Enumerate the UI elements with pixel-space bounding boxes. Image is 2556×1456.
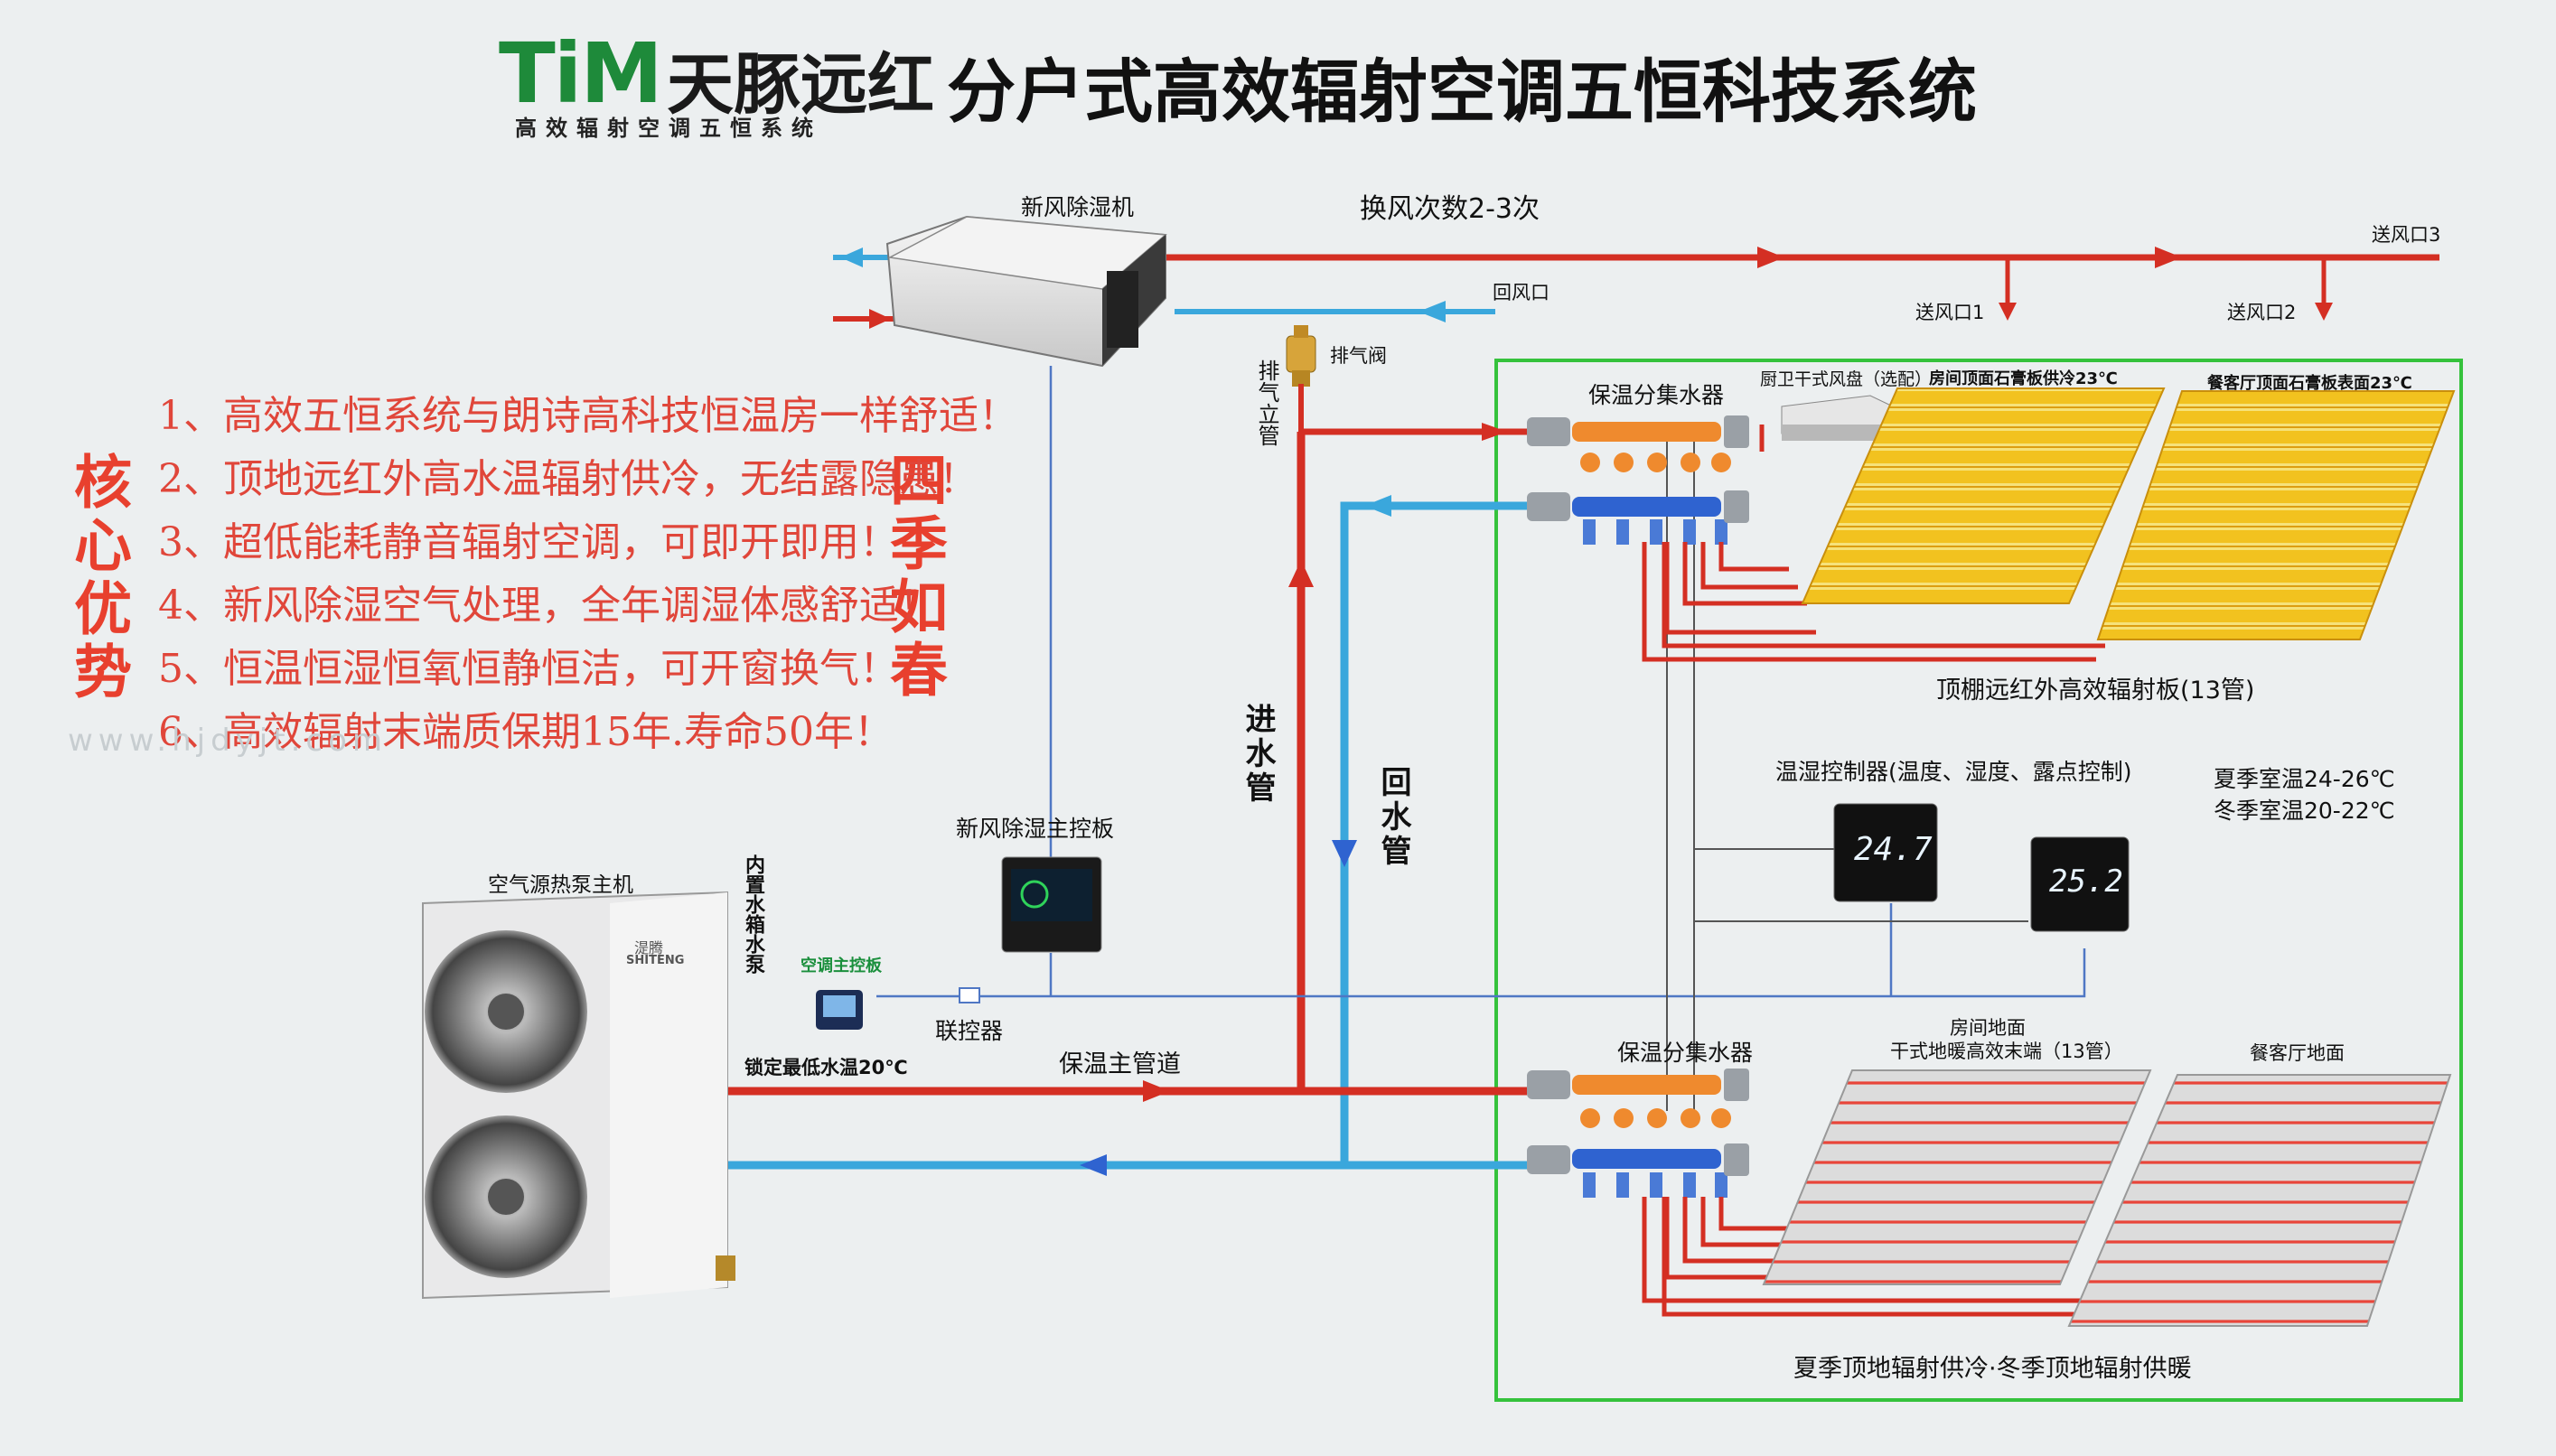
return-water-riser (1340, 501, 1527, 1165)
supply-vent-3-label: 送风口3 (2372, 224, 2441, 246)
fan-coil-unit (1781, 395, 1894, 441)
supply-vent-2-label: 送风口2 (2227, 302, 2297, 323)
floor-manifold (1527, 1069, 1749, 1198)
ceiling-panel-living-label: 餐客厅顶面石膏板表面23℃ (2207, 374, 2412, 393)
main-pipe-label: 保温主管道 (1059, 1050, 1181, 1078)
supply-vent-1-label: 送风口1 (1915, 302, 1985, 323)
brand-subtitle: 高效辐射空调五恒系统 (515, 116, 822, 141)
page-title: 分户式高效辐射空调五恒科技系统 (947, 51, 1977, 132)
seasons-heading: 四季如春 (880, 450, 948, 703)
brand-logo: TiM (499, 25, 663, 122)
advantage-5: 5、恒温恒湿恒氧恒静恒洁，可开窗换气！ (158, 646, 899, 692)
tank-pump-label: 内置水箱水泵 (742, 854, 764, 974)
floor-room-subtitle: 干式地暖高效末端（13管） (1890, 1041, 2123, 1062)
summer-temp: 夏季室温24-26℃ (2214, 766, 2395, 792)
thermostat-label: 温湿控制器(温度、湿度、露点控制) (1775, 759, 2132, 785)
indoor-system-frame (1494, 359, 2463, 1402)
return-pipe-label: 回水管 (1375, 766, 1411, 869)
exhaust-valve-label: 排气阀 (1330, 345, 1387, 367)
floor-living-label: 餐客厅地面 (2250, 1042, 2345, 1064)
heat-pump-label: 空气源热泵主机 (488, 873, 633, 897)
thermostat-1 (1833, 803, 1938, 902)
air-change-label: 换风次数2-3次 (1360, 193, 1540, 225)
thermostat-2-display: 25.2 (2049, 863, 2123, 900)
winter-temp: 冬季室温20-22℃ (2214, 798, 2395, 824)
heat-pump-brand-en: SHITENG (626, 954, 685, 967)
floor-manifold-label: 保温分集水器 (1617, 1040, 1754, 1066)
dehumidifier-label: 新风除湿机 (1021, 194, 1135, 220)
air-source-heat-pump (422, 891, 735, 1300)
control-wiring (876, 366, 2086, 998)
ceiling-manifold-label: 保温分集水器 (1588, 382, 1725, 408)
floor-room-title: 房间地面 (1950, 1017, 2026, 1039)
return-vent-label: 回风口 (1493, 282, 1550, 303)
ceiling-caption: 顶棚远红外高效辐射板(13管) (1936, 677, 2255, 705)
ceiling-loop-pipes (1642, 425, 2105, 662)
ac-controller-label: 空调主控板 (801, 957, 882, 975)
supply-pipe-label: 进水管 (1240, 703, 1276, 806)
advantage-1: 1、高效五恒系统与朗诗高科技恒温房一样舒适！ (158, 393, 1018, 439)
ac-main-controller (816, 990, 863, 1030)
linker-label: 联控器 (935, 1018, 1004, 1044)
linker-box (959, 987, 980, 1003)
ceiling-panel-room-label: 房间顶面石膏板供冷23℃ (1929, 369, 2118, 388)
advantage-2: 2、顶地远红外高水温辐射供冷，无结露隐患！ (158, 456, 978, 502)
thermostat-1-display: 24.7 (1854, 831, 1933, 868)
control-panel-label: 新风除湿主控板 (956, 816, 1115, 842)
fan-coil-label: 厨卫干式风盘（选配） (1760, 369, 1933, 389)
exhaust-valve (1286, 325, 1316, 387)
watermark: www.hjdyjt.com (68, 723, 389, 759)
advantage-6: 6、高效辐射末端质保期15年.寿命50年！ (158, 709, 894, 755)
ceiling-panel-living (2096, 390, 2456, 640)
thermostat-2 (2030, 836, 2130, 932)
floor-loop-pipes (1642, 1197, 2087, 1317)
ceiling-panel-room (1801, 387, 2166, 604)
fresh-air-dehumidifier-unit (885, 215, 1167, 368)
dehumidifier-control-panel (1001, 856, 1102, 953)
advantages-heading: 核心优势 (64, 452, 132, 705)
ceiling-manifold (1527, 415, 1749, 545)
exhaust-riser-label: 排气立管 (1254, 359, 1279, 446)
floor-panel-living (2067, 1074, 2452, 1327)
heat-pump-brand-cn: 湜腾 (634, 939, 664, 957)
floor-panel-room (1762, 1069, 2152, 1285)
advantage-4: 4、新风除湿空气处理，全年调湿体感舒适！ (158, 583, 939, 629)
brand-name: 天豚远红 (667, 46, 934, 124)
floor-caption: 夏季顶地辐射供冷·冬季顶地辐射供暖 (1793, 1355, 2192, 1383)
min-temp-label: 锁定最低水温20℃ (744, 1057, 908, 1078)
advantage-3: 3、超低能耗静音辐射空调，可即开即用！ (158, 519, 899, 565)
